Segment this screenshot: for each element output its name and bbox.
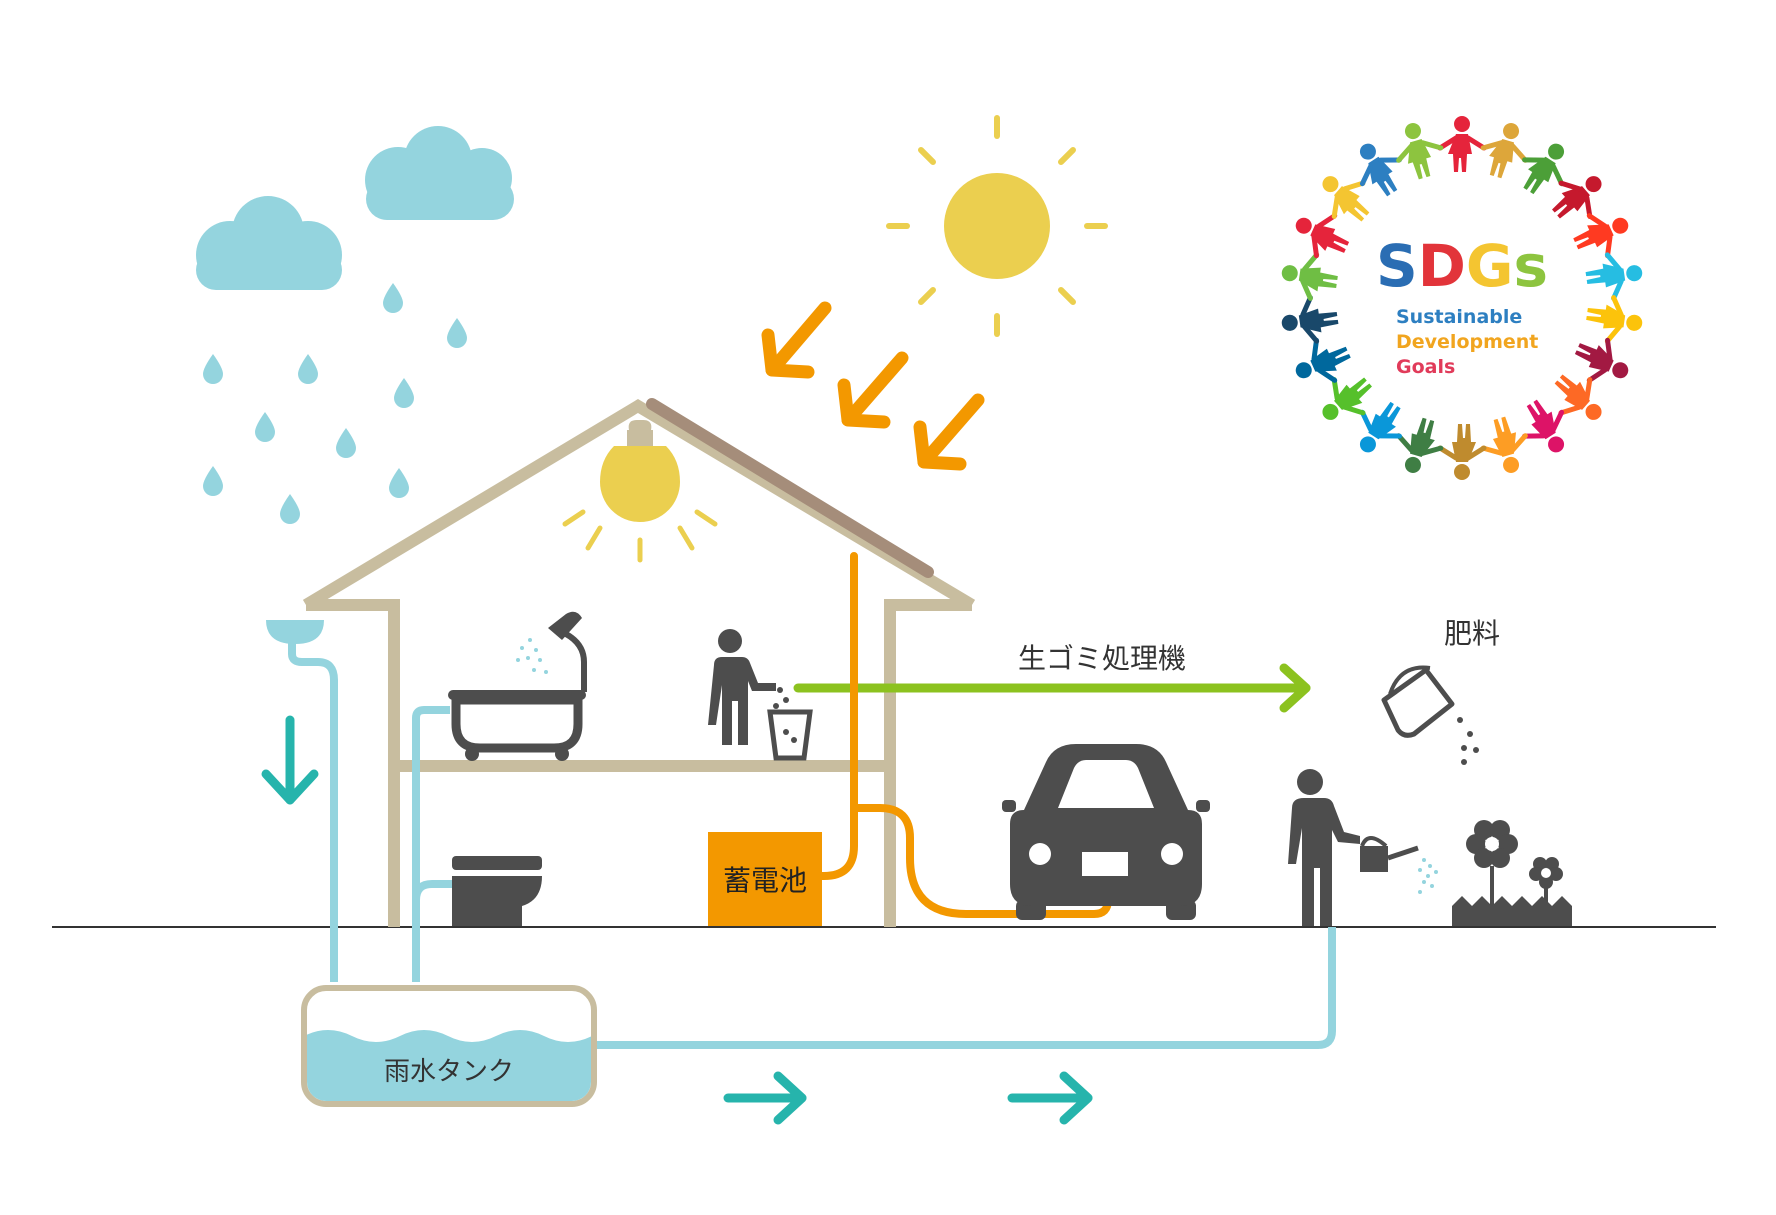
arrow-down-left-icon	[761, 301, 832, 379]
raindrop-icon	[280, 494, 300, 524]
solar-panel	[646, 398, 934, 578]
raindrop-icon	[203, 354, 223, 384]
sdgs-person-icon	[1574, 337, 1629, 383]
sdgs-logo: SDGs Sustainable Development Goals	[1281, 116, 1643, 480]
raindrop-icon	[383, 283, 403, 313]
raindrop-icon	[298, 354, 318, 384]
sdgs-letter: G	[1466, 232, 1514, 300]
sdgs-person-icon	[1437, 116, 1487, 172]
watering-can-icon	[1360, 836, 1438, 894]
sdgs-subtitle-line1: Sustainable	[1396, 306, 1522, 328]
sdgs-person-icon	[1322, 176, 1370, 222]
arrow-down-left-icon	[913, 393, 985, 471]
sdgs-letter: D	[1418, 232, 1466, 300]
sdgs-letter: s	[1514, 232, 1549, 300]
sdgs-person-icon	[1437, 424, 1487, 480]
sdgs-title: SDGs	[1376, 232, 1548, 300]
sdgs-person-icon	[1281, 295, 1339, 344]
raindrop-icon	[389, 468, 409, 498]
arrow-down-icon	[261, 715, 319, 805]
sdgs-person-icon	[1295, 213, 1350, 259]
sdgs-person-icon	[1552, 176, 1602, 219]
raindrops	[203, 283, 467, 524]
garbage-processor-label: 生ゴミ処理機	[1018, 642, 1186, 675]
arrow-right-icon	[723, 1071, 807, 1125]
sdgs-people-ring	[1281, 116, 1643, 480]
toilet-icon	[452, 856, 542, 926]
sdgs-person-icon	[1522, 143, 1565, 195]
raindrop-icon	[255, 412, 275, 442]
sunlight-arrows	[761, 301, 985, 471]
sdgs-person-icon	[1522, 399, 1565, 453]
arrow-right-icon	[1007, 1071, 1093, 1125]
raindrop-icon	[447, 318, 467, 348]
sdgs-person-icon	[1281, 252, 1338, 301]
raindrop-icon	[336, 428, 356, 458]
gardener-icon	[1288, 769, 1360, 926]
rainwater-tank-label: 雨水タンク	[384, 1057, 514, 1087]
cloud-icon-large	[196, 196, 342, 290]
cloud-icon-small	[365, 126, 514, 220]
sdgs-person-icon	[1322, 377, 1372, 420]
trash-can-icon	[767, 687, 813, 761]
sdgs-person-icon	[1585, 252, 1643, 301]
arrow-down-left-icon	[837, 351, 909, 429]
car-icon	[1002, 744, 1210, 920]
power-lines	[808, 552, 1112, 918]
person-garbage-icon	[708, 629, 776, 745]
raindrop-icon	[203, 466, 223, 496]
water-pipes	[288, 642, 1336, 1049]
sdgs-person-icon	[1295, 337, 1351, 383]
house	[302, 398, 976, 927]
battery-box: 蓄電池	[708, 832, 822, 926]
sun-icon	[886, 115, 1108, 337]
sdgs-person-icon	[1586, 295, 1643, 344]
shower-head-icon	[548, 611, 582, 640]
rainwater-tank: 雨水タンク	[301, 985, 597, 1107]
garbage-processor-arrow	[793, 663, 1311, 713]
sdgs-subtitle-line2: Development	[1396, 331, 1538, 353]
light-bulb-icon	[562, 420, 718, 563]
rain-gutter	[266, 620, 324, 644]
bucket-icon	[1381, 665, 1479, 765]
flowers-icon	[1452, 820, 1572, 926]
sdgs-subtitle-line3: Goals	[1396, 356, 1455, 378]
flower-small	[1529, 857, 1563, 910]
battery-label: 蓄電池	[723, 864, 807, 897]
bathtub-icon	[448, 611, 587, 761]
raindrop-icon	[394, 378, 414, 408]
flow-arrows	[723, 1071, 1093, 1125]
flower-large	[1466, 820, 1518, 910]
sdgs-person-icon	[1396, 123, 1444, 180]
sdgs-person-icon	[1573, 213, 1629, 259]
sdgs-letter: S	[1376, 232, 1418, 300]
sdgs-person-icon	[1359, 143, 1402, 197]
fertilizer-label: 肥料	[1444, 617, 1500, 650]
